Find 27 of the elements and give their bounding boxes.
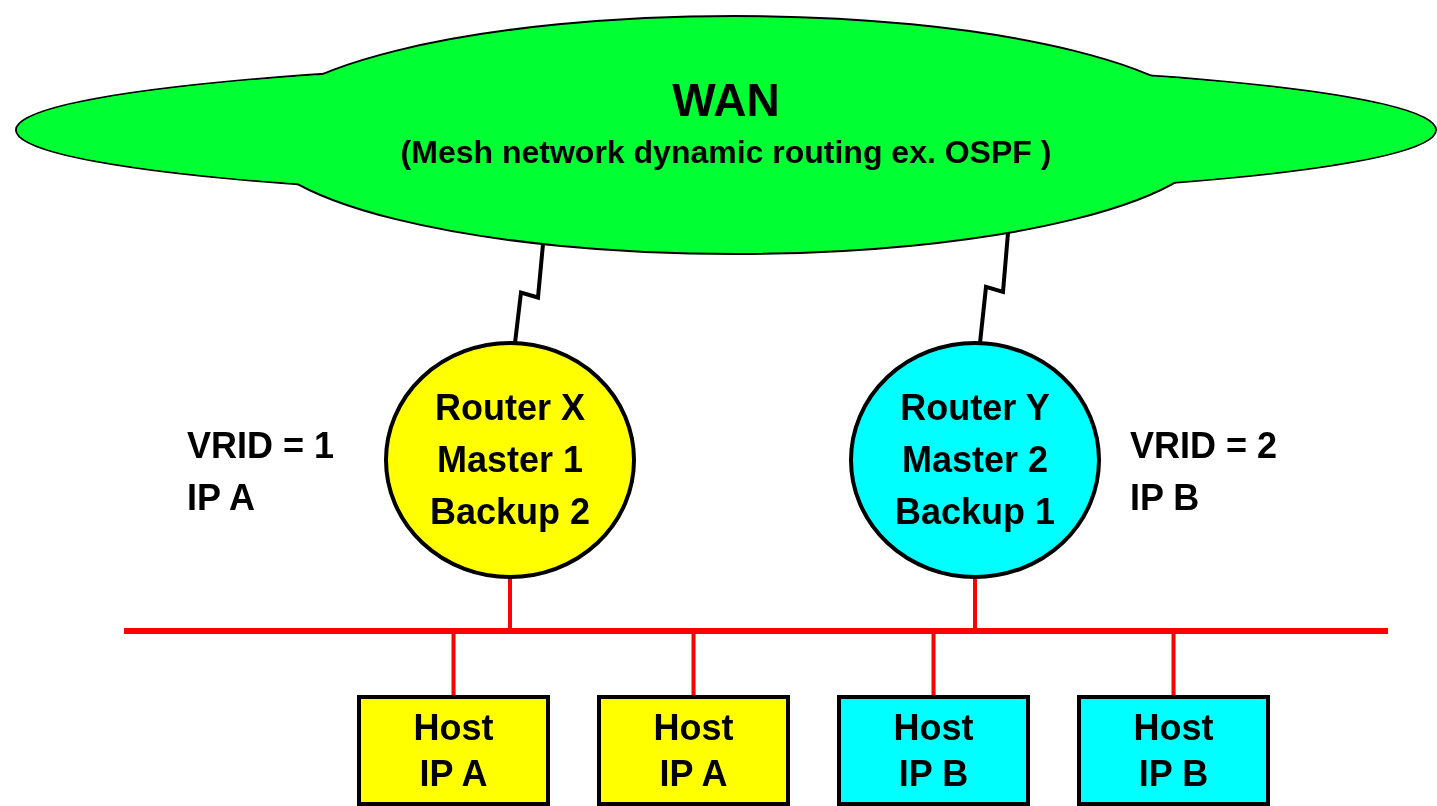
network-drop-line (691, 634, 696, 695)
wan-link-line (513, 243, 545, 344)
wan-link-line (978, 232, 1010, 344)
network-drop-line (931, 634, 936, 695)
router-note: VRID = 2 (1130, 424, 1278, 468)
network-drop-line (973, 577, 977, 628)
host-label: Host IP B (1132, 706, 1215, 796)
router-circle (851, 343, 1099, 577)
router-label: Router Y Master 2 Backup 1 (893, 386, 1057, 534)
router-note: IP B (1130, 476, 1200, 520)
router-note: IP A (187, 476, 256, 520)
host-box (597, 695, 790, 806)
router-circle (386, 343, 634, 577)
router-label: Router X Master 1 Backup 2 (428, 386, 592, 534)
network-drop-line (1171, 634, 1176, 695)
host-label: Host IP B (892, 706, 975, 796)
cloud-subtitle: (Mesh network dynamic routing ex. OSPF ) (400, 133, 1052, 172)
host-label: Host IP A (652, 706, 735, 796)
router-note: VRID = 1 (187, 424, 335, 468)
network-drop-line (451, 634, 456, 695)
host-box (1077, 695, 1270, 806)
host-box (837, 695, 1030, 806)
cloud-shape (15, 15, 1437, 255)
network-drop-line (508, 577, 512, 628)
cloud-title: WAN (672, 73, 780, 128)
host-label: Host IP A (412, 706, 495, 796)
host-box (357, 695, 550, 806)
